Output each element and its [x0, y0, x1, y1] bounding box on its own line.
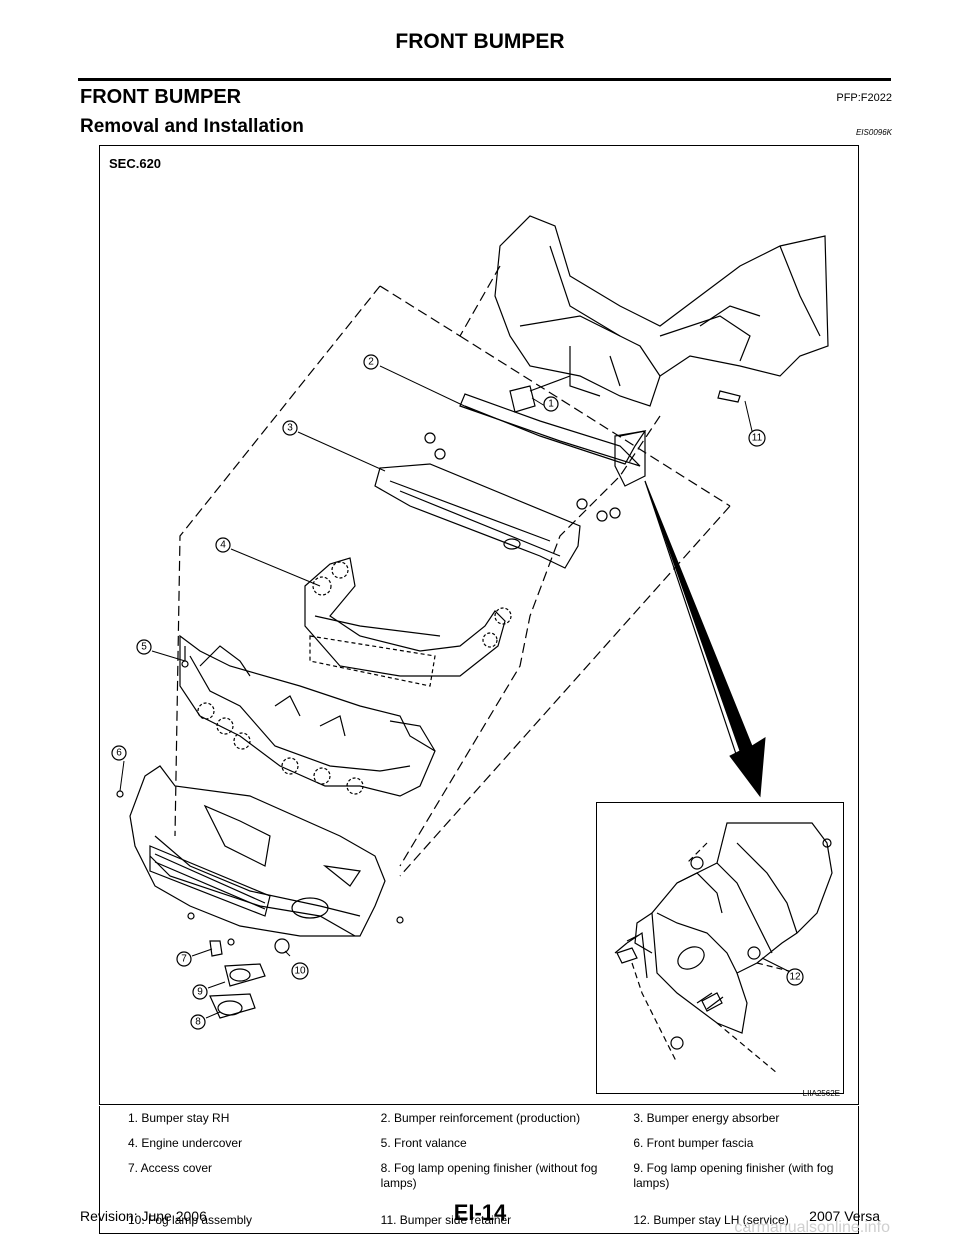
- callout-3: 3: [282, 420, 386, 472]
- inset-detail: 12: [596, 802, 844, 1094]
- callout-8: 8: [190, 1011, 221, 1030]
- svg-text:6: 6: [116, 748, 122, 759]
- legend-row: 4. Engine undercover 5. Front valance 6.…: [100, 1131, 858, 1156]
- small-parts: [209, 938, 290, 1019]
- front-valance: [179, 634, 436, 797]
- bumper-reinforcement: [459, 393, 647, 487]
- inset-drawing: 12: [614, 822, 833, 1074]
- callout-4: 4: [215, 537, 321, 587]
- callout-5: 5: [136, 639, 186, 662]
- exploded-view-figure: SEC.620: [99, 145, 859, 1105]
- legend-row: 10. Fog lamp assembly 11. Bumper side re…: [100, 1208, 858, 1233]
- figure-code: LIIA2562E: [802, 1089, 840, 1098]
- subsection-title: Removal and Installation: [80, 116, 304, 137]
- legend-item: 3. Bumper energy absorber: [633, 1111, 780, 1125]
- footer-model: 2007 Versa: [809, 1208, 880, 1224]
- legend-item: 8. Fog lamp opening finisher (without fo…: [380, 1161, 598, 1190]
- legend-item: 12. Bumper stay LH (service): [633, 1213, 789, 1227]
- svg-text:4: 4: [220, 540, 226, 551]
- callout-6: 6: [111, 745, 127, 792]
- bumper-energy-absorber: [374, 463, 581, 569]
- callout-11: 11: [744, 400, 766, 447]
- legend-item: 6. Front bumper fascia: [633, 1136, 754, 1150]
- svg-text:10: 10: [294, 966, 306, 977]
- callout-10: 10: [284, 950, 309, 980]
- legend-row: 7. Access cover 8. Fog lamp opening fini…: [100, 1156, 858, 1208]
- svg-text:11: 11: [752, 433, 763, 444]
- legend-item: 2. Bumper reinforcement (production): [380, 1111, 581, 1125]
- watermark: carmanualsonline.info: [734, 1219, 890, 1236]
- callout-7: 7: [176, 948, 213, 967]
- detail-arrow: [644, 480, 766, 798]
- callout-1: 1: [531, 396, 559, 412]
- legend-item: 7. Access cover: [128, 1161, 213, 1175]
- svg-text:9: 9: [197, 987, 203, 998]
- subsection-code: EIS0096K: [855, 128, 892, 137]
- sec-label: SEC.620: [109, 156, 162, 171]
- svg-text:7: 7: [181, 954, 187, 965]
- legend-item: 11. Bumper side retainer: [380, 1213, 512, 1227]
- bumper-stay-rh: [509, 375, 571, 413]
- footer-revision: Revision: June 2006: [80, 1208, 207, 1224]
- svg-text:2: 2: [368, 357, 374, 368]
- footer-page-number: EI-14: [453, 1200, 507, 1225]
- legend-item: 9. Fog lamp opening finisher (with fog l…: [633, 1161, 834, 1190]
- legend-item: 10. Fog lamp assembly: [128, 1213, 253, 1227]
- legend-item: 4. Engine undercover: [128, 1136, 243, 1150]
- legend-row: 1. Bumper stay RH 2. Bumper reinforcemen…: [100, 1106, 858, 1131]
- legend-item: 1. Bumper stay RH: [128, 1111, 230, 1125]
- legend-item: 5. Front valance: [380, 1136, 467, 1150]
- nuts: [424, 432, 621, 522]
- svg-text:3: 3: [287, 423, 293, 434]
- parts-legend: 1. Bumper stay RH 2. Bumper reinforcemen…: [99, 1106, 859, 1234]
- svg-text:5: 5: [141, 642, 147, 653]
- callouts: 1 2 3 4 5 6 7 8 9 10 11: [111, 354, 766, 1030]
- exploded-diagram: 1 2 3 4 5 6 7 8 9 10 11: [111, 215, 829, 1030]
- callout-9: 9: [192, 981, 226, 1000]
- section-code: PFP:F2022: [836, 92, 892, 104]
- front-bumper-fascia: [116, 765, 404, 946]
- svg-text:1: 1: [548, 399, 554, 410]
- bumper-side-retainer: [717, 390, 741, 403]
- svg-text:12: 12: [789, 972, 801, 983]
- body-structure: [494, 215, 829, 407]
- engine-undercover: [304, 557, 512, 687]
- header-rule: [78, 78, 891, 81]
- callout-12: 12: [786, 968, 804, 986]
- svg-text:8: 8: [195, 1017, 201, 1028]
- section-title: FRONT BUMPER: [80, 86, 242, 108]
- callout-2: 2: [363, 354, 476, 412]
- page-header-title: FRONT BUMPER: [395, 30, 565, 53]
